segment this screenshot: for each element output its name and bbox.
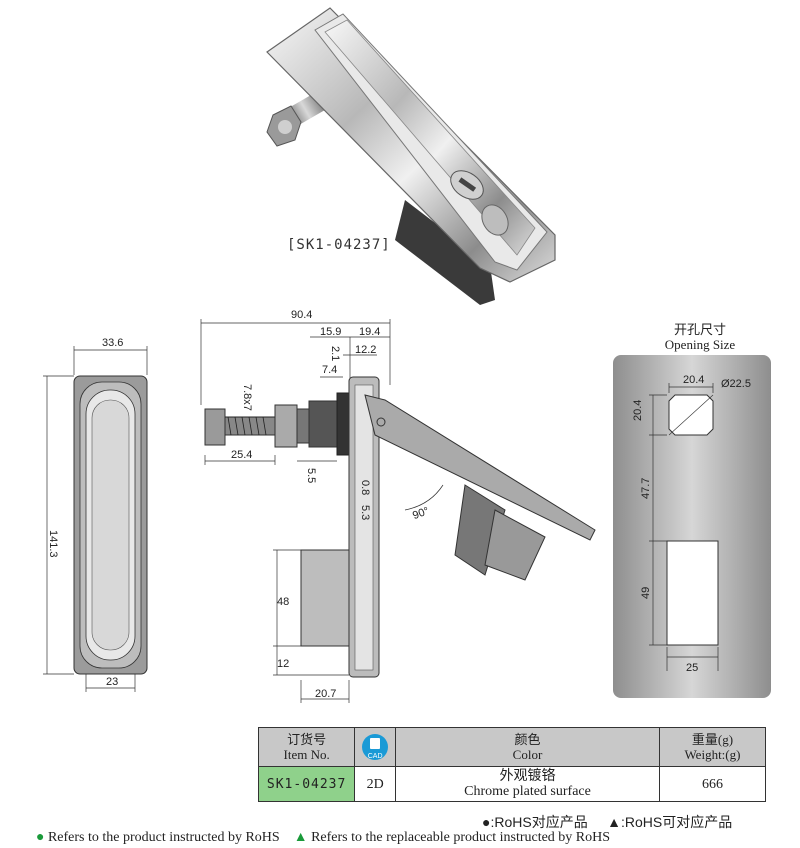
- dim-side-12-2: 12.2: [355, 344, 376, 356]
- dim-open-diameter: Ø22.5: [721, 378, 751, 390]
- spec-table: 订货号 Item No. CAD 颜色 Color 重量(g) Weight:(…: [257, 727, 767, 802]
- dim-open-49: 49: [640, 587, 652, 599]
- dim-side-5-5: 5.5: [305, 468, 317, 483]
- opening-size-title: 开孔尺寸 Opening Size: [640, 322, 760, 352]
- opening-size-title-en: Opening Size: [664, 337, 736, 352]
- cad-icon: CAD: [362, 734, 389, 760]
- rohs-triangle-legend: ▲:RoHS可对应产品: [607, 814, 733, 830]
- header-item-no-zh: 订货号: [287, 732, 327, 747]
- header-color-en: Color: [512, 747, 543, 762]
- dim-side-0-8: 0.8: [359, 480, 371, 495]
- color-en: Chrome plated surface: [464, 784, 591, 799]
- header-weight-zh: 重量(g): [691, 732, 734, 747]
- side-view-drawing: 90.4 15.9 19.4 2.1 12.2 7.4 7.8x7 25.4 5…: [200, 309, 596, 703]
- header-color: 颜色 Color: [395, 727, 660, 767]
- dim-side-7-4: 7.4: [322, 364, 337, 376]
- weight-cell: 666: [658, 766, 767, 802]
- dim-front-height: 141.3: [47, 530, 59, 558]
- footer-triangle-text: Refers to the replaceable product instru…: [311, 830, 611, 845]
- dim-front-width: 33.6: [102, 337, 123, 349]
- header-item-no-en: Item No.: [283, 747, 330, 762]
- header-weight-en: Weight:(g): [684, 747, 741, 762]
- dim-open-20-4-height: 20.4: [632, 400, 644, 421]
- dim-side-25-4: 25.4: [231, 449, 252, 461]
- header-cad: CAD: [354, 727, 397, 767]
- dim-side-5-3: 5.3: [359, 505, 371, 520]
- cad-value-cell[interactable]: 2D: [354, 766, 397, 802]
- opening-size-panel: 20.4 Ø22.5 20.4 47.7 49 25: [613, 355, 771, 698]
- dim-open-25: 25: [686, 662, 698, 674]
- rohs-dot-legend: ●:RoHS对应产品: [482, 814, 588, 830]
- rohs-legend: ●:RoHS对应产品 ▲:RoHS可对应产品: [482, 812, 732, 832]
- color-zh: 外观镀铬: [499, 769, 556, 784]
- dim-side-total: 90.4: [291, 309, 312, 321]
- green-triangle-icon: ▲: [293, 830, 308, 845]
- table-row: SK1-04237 2D 外观镀铬 Chrome plated surface …: [257, 766, 767, 802]
- dim-side-2-1: 2.1: [329, 346, 341, 361]
- dim-side-12: 12: [277, 658, 289, 670]
- opening-size-title-zh: 开孔尺寸: [673, 322, 726, 337]
- dim-side-thread: 7.8x7: [241, 384, 253, 411]
- front-view-drawing: 33.6 141.3 23: [43, 337, 148, 692]
- dim-side-48: 48: [277, 596, 289, 608]
- spec-table-header: 订货号 Item No. CAD 颜色 Color 重量(g) Weight:(…: [257, 727, 767, 767]
- dim-open-20-4-width: 20.4: [683, 374, 704, 386]
- header-weight: 重量(g) Weight:(g): [658, 727, 767, 767]
- header-color-zh: 颜色: [514, 732, 541, 747]
- green-dot-icon: ●: [36, 830, 45, 845]
- cad-icon-text: CAD: [367, 753, 383, 760]
- dim-side-20-7: 20.7: [315, 688, 336, 700]
- dim-front-bottom: 23: [106, 676, 118, 688]
- dim-side-19-4: 19.4: [359, 326, 380, 338]
- dim-side-15-9: 15.9: [320, 326, 341, 338]
- product-photo: [266, 7, 556, 305]
- header-item-no: 订货号 Item No.: [257, 727, 356, 767]
- dim-side-angle: 90°: [411, 505, 431, 522]
- footer-dot-text: Refers to the product instructed by RoHS: [47, 830, 280, 845]
- item-no-cell: SK1-04237: [257, 766, 356, 802]
- color-cell: 外观镀铬 Chrome plated surface: [395, 766, 660, 802]
- footer-note: ● Refers to the product instructed by Ro…: [36, 830, 610, 846]
- dim-open-47-7: 47.7: [640, 478, 652, 499]
- product-code-label: [SK1-04237]: [287, 237, 391, 253]
